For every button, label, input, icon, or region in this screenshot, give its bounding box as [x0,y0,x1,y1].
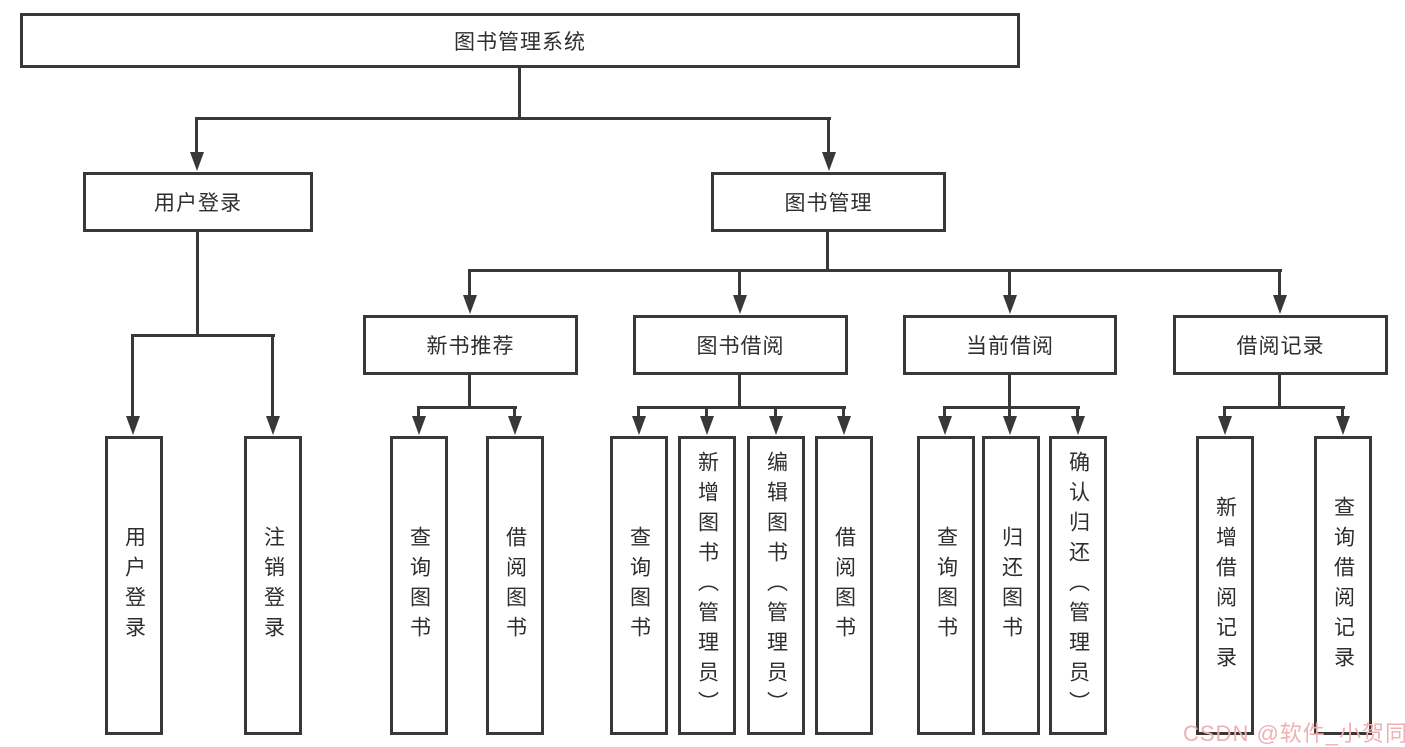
connector-arrowhead [769,416,783,435]
connector-arrowhead [1003,416,1017,435]
connector-current-borrow-beam [943,406,1080,409]
connector-arrow-shaft [943,406,946,417]
connector-current-borrow-stem [1008,375,1011,408]
connector-arrow-shaft [774,406,777,417]
connector-arrowhead [508,416,522,435]
connector-arrowhead [1071,416,1085,435]
node-book-management: 图书管理 [711,172,946,232]
connector-arrow-shaft [1278,269,1281,296]
connector-arrowhead [126,416,140,435]
connector-arrow-shaft [1008,269,1011,296]
connector-root-beam [195,117,831,120]
connector-arrow-shaft [271,334,274,417]
connector-arrow-shaft [1341,406,1344,417]
leaf-return-book: 归还图书 [982,436,1040,735]
leaf-edit-book-admin: 编辑图书（管理员） [747,436,805,735]
connector-arrow-shaft [842,406,845,417]
connector-arrowhead [266,416,280,435]
watermark: CSDN @软件_小贺同学 [1183,721,1405,746]
leaf-user-login: 用户登录 [105,436,163,735]
connector-book-mgmt-stem [826,232,829,271]
connector-root-stem [518,68,521,118]
connector-user-login-stem [196,232,199,336]
connector-arrowhead [700,416,714,435]
connector-arrow-shaft [827,117,830,153]
connector-arrowhead [1003,295,1017,314]
connector-arrow-shaft [637,406,640,417]
leaf-logout: 注销登录 [244,436,302,735]
connector-arrow-shaft [417,406,420,417]
connector-book-borrow-stem [738,375,741,408]
connector-book-borrow-beam [637,406,846,409]
connector-arrowhead [1273,295,1287,314]
connector-arrowhead [837,416,851,435]
connector-arrowhead [1336,416,1350,435]
node-user-login: 用户登录 [83,172,313,232]
node-book-borrow: 图书借阅 [633,315,848,375]
connector-arrow-shaft [513,406,516,417]
connector-user-login-beam [131,334,275,337]
connector-arrow-shaft [705,406,708,417]
connector-arrowhead [632,416,646,435]
connector-arrowhead [938,416,952,435]
connector-borrow-records-stem [1278,375,1281,408]
connector-arrowhead [1218,416,1232,435]
leaf-borrow-books-recommend: 借阅图书 [486,436,544,735]
node-current-borrow: 当前借阅 [903,315,1117,375]
connector-book-mgmt-beam [468,269,1282,272]
leaf-query-books-current: 查询图书 [917,436,975,735]
node-library-system: 图书管理系统 [20,13,1020,68]
leaf-confirm-return-admin: 确认归还（管理员） [1049,436,1107,735]
connector-borrow-records-beam [1223,406,1345,409]
connector-arrow-shaft [195,117,198,153]
connector-new-book-stem [468,375,471,408]
leaf-query-borrow-record: 查询借阅记录 [1314,436,1372,735]
connector-arrowhead [190,152,204,171]
connector-arrowhead [412,416,426,435]
connector-new-book-beam [417,406,517,409]
connector-arrow-shaft [738,269,741,296]
connector-arrow-shaft [468,269,471,296]
node-new-book-recommend: 新书推荐 [363,315,578,375]
leaf-borrow-books: 借阅图书 [815,436,873,735]
connector-arrow-shaft [1008,406,1011,417]
connector-arrowhead [733,295,747,314]
leaf-query-books-recommend: 查询图书 [390,436,448,735]
leaf-query-books-borrow: 查询图书 [610,436,668,735]
leaf-add-book-admin: 新增图书（管理员） [678,436,736,735]
connector-arrow-shaft [1223,406,1226,417]
connector-arrow-shaft [1076,406,1079,417]
connector-arrow-shaft [131,334,134,417]
connector-arrowhead [463,295,477,314]
leaf-add-borrow-record: 新增借阅记录 [1196,436,1254,735]
connector-arrowhead [822,152,836,171]
node-borrow-records: 借阅记录 [1173,315,1388,375]
